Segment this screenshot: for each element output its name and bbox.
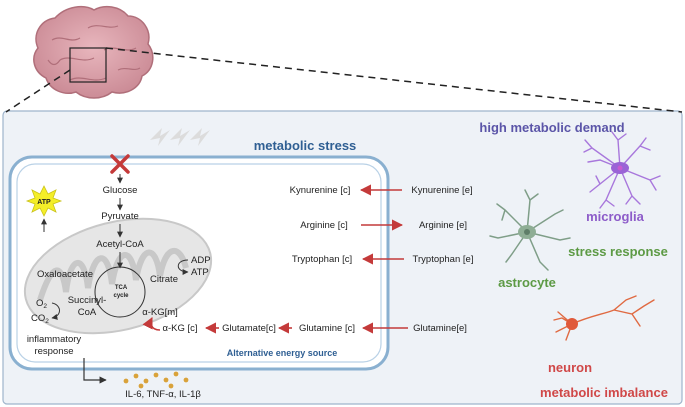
- adp-label: ADP: [191, 255, 211, 266]
- arrow-akg-to-mitochondria: [142, 316, 161, 331]
- arginine-e-label: Arginine [e]: [419, 220, 467, 231]
- glutamine-e-label: Glutamine[e]: [413, 323, 467, 334]
- kynurenine-c-label: Kynurenine [c]: [290, 185, 351, 196]
- tca-cycle-ring: [94, 266, 146, 318]
- microglia-label: microglia: [586, 209, 645, 224]
- kynurenine-e-label: Kynurenine [e]: [411, 185, 472, 196]
- succinyl-coa-label-1: Succinyl-: [68, 295, 107, 306]
- cytokine-dots-icon: [123, 371, 189, 389]
- glutamine-c-label: Glutamine [c]: [299, 323, 355, 334]
- akg-c-label: α-KG [c]: [162, 323, 197, 334]
- tryptophan-c-label: Tryptophan [c]: [292, 254, 352, 265]
- glucose-label: Glucose: [103, 185, 138, 196]
- co2-label: CO2: [31, 313, 49, 325]
- cytokines-label: IL-6, TNF-α, IL-1β: [125, 389, 201, 400]
- atp-star-icon: [25, 185, 63, 217]
- blocked-cross-icon: [110, 154, 130, 174]
- o2-co2-arrow: [51, 302, 60, 320]
- tca-cycle-label-1: TCA: [115, 285, 128, 291]
- astrocyte-nucleus: [524, 229, 530, 235]
- arginine-c-label: Arginine [c]: [300, 220, 348, 231]
- glutamate-c-label: Glutamate[c]: [222, 323, 276, 334]
- inflammatory-response-line1: inflammatory: [27, 334, 82, 345]
- acetyl-coa-label: Acetyl-CoA: [96, 239, 144, 250]
- metabolic-stress-label: metabolic stress: [254, 138, 357, 153]
- inflammatory-response-line2: response: [34, 346, 73, 357]
- astrocyte-label: astrocyte: [498, 275, 556, 290]
- citrate-label: Citrate: [150, 274, 178, 285]
- oxaloacetate-label: Oxaloacetate: [37, 269, 93, 280]
- pyruvate-label: Pyruvate: [101, 211, 139, 222]
- high-metabolic-demand-label: high metabolic demand: [479, 120, 624, 135]
- adp-atp-arrow: [177, 259, 189, 275]
- neuron-label: neuron: [548, 360, 592, 375]
- mitochondrion-icon: [23, 217, 213, 335]
- astrocyte-icon: [489, 189, 571, 271]
- neuron-soma: [566, 318, 578, 330]
- o2-label: O2: [36, 298, 47, 310]
- microglia-nucleus: [617, 165, 623, 171]
- stress-response-label: stress response: [568, 244, 668, 259]
- zoom-line-left: [5, 69, 71, 113]
- atp-label: ATP: [191, 267, 209, 278]
- microglia-icon: [583, 131, 661, 209]
- tca-cycle-label-2: cycle: [113, 293, 129, 299]
- zoom-line-right: [105, 47, 683, 113]
- zoom-box: [69, 47, 107, 83]
- akg-m-label: α-KG[m]: [142, 307, 178, 318]
- neuron-icon: [553, 295, 655, 341]
- succinyl-coa-label-2: CoA: [78, 307, 97, 318]
- tryptophan-e-label: Tryptophan [e]: [413, 254, 474, 265]
- metabolic-imbalance-label: metabolic imbalance: [540, 385, 668, 400]
- atp-star-label: ATP: [37, 199, 51, 206]
- alternative-energy-source-label: Alternative energy source: [227, 348, 338, 358]
- brain-icon: [33, 5, 154, 99]
- arrow-inflammation: [83, 358, 107, 384]
- lightning-icon: [150, 128, 210, 146]
